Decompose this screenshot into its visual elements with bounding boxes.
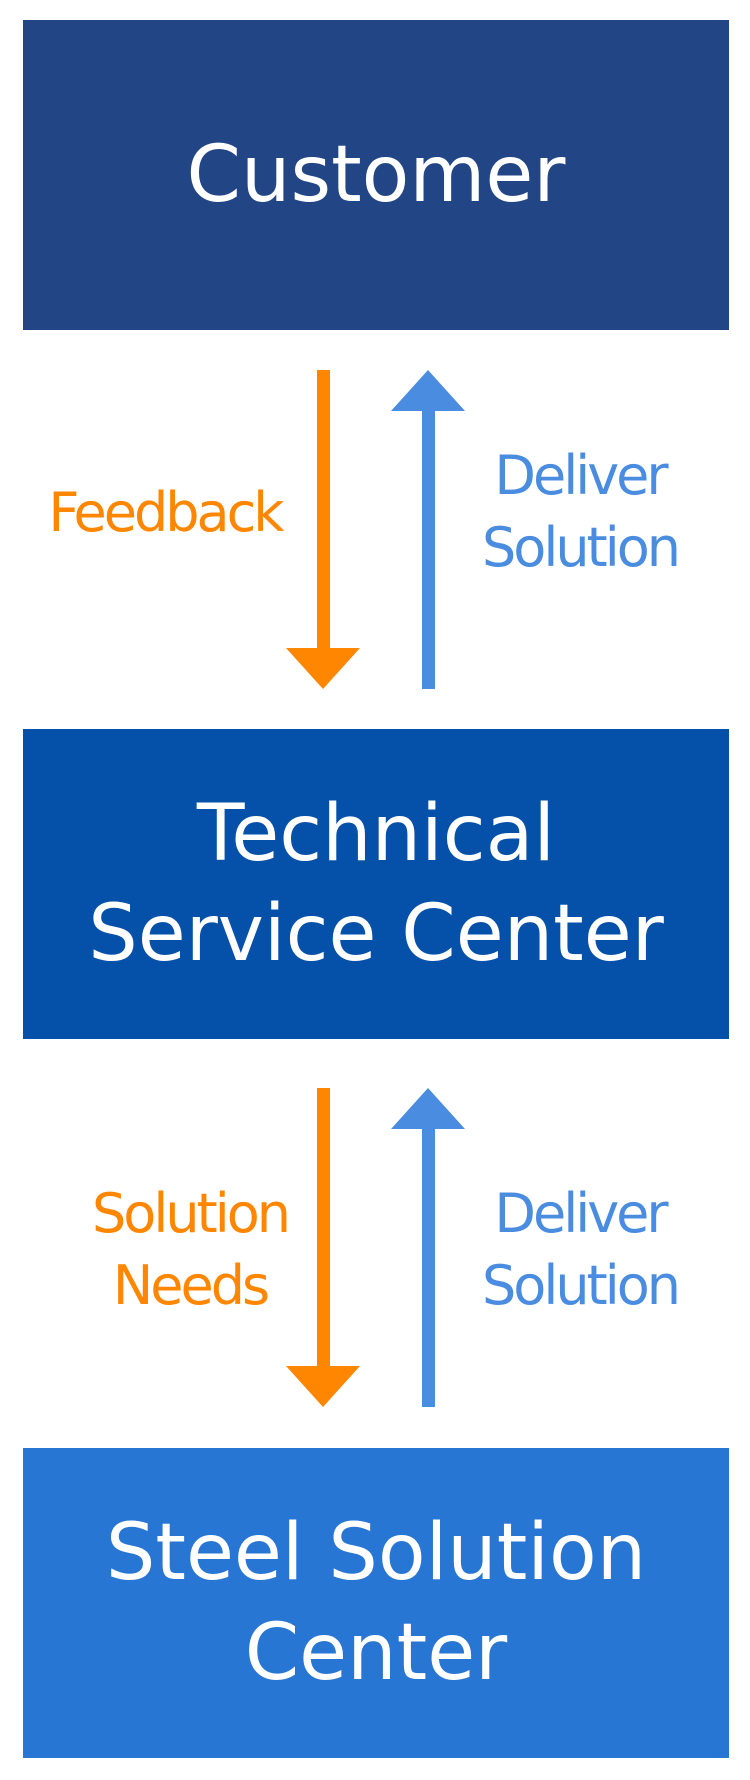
- customer-box: Customer: [23, 20, 729, 330]
- lower-down-arrow-icon: [286, 1088, 360, 1407]
- steel-solution-center-label: Steel Solution Center: [105, 1508, 647, 1698]
- steel-solution-center-box: Steel Solution Center: [23, 1448, 729, 1758]
- lower-up-arrow-icon: [391, 1088, 465, 1407]
- solution-needs-label: Solution Needs: [92, 1182, 291, 1317]
- upper-up-arrow-icon: [391, 370, 465, 689]
- upper-down-arrow-icon: [286, 370, 360, 689]
- lower-deliver-solution-label: Deliver Solution: [482, 1182, 681, 1317]
- upper-deliver-solution-label: Deliver Solution: [482, 444, 681, 579]
- customer-label: Customer: [186, 130, 566, 220]
- technical-service-center-label: Technical Service Center: [88, 789, 664, 979]
- technical-service-center-box: Technical Service Center: [23, 729, 729, 1039]
- feedback-label: Feedback: [48, 481, 284, 544]
